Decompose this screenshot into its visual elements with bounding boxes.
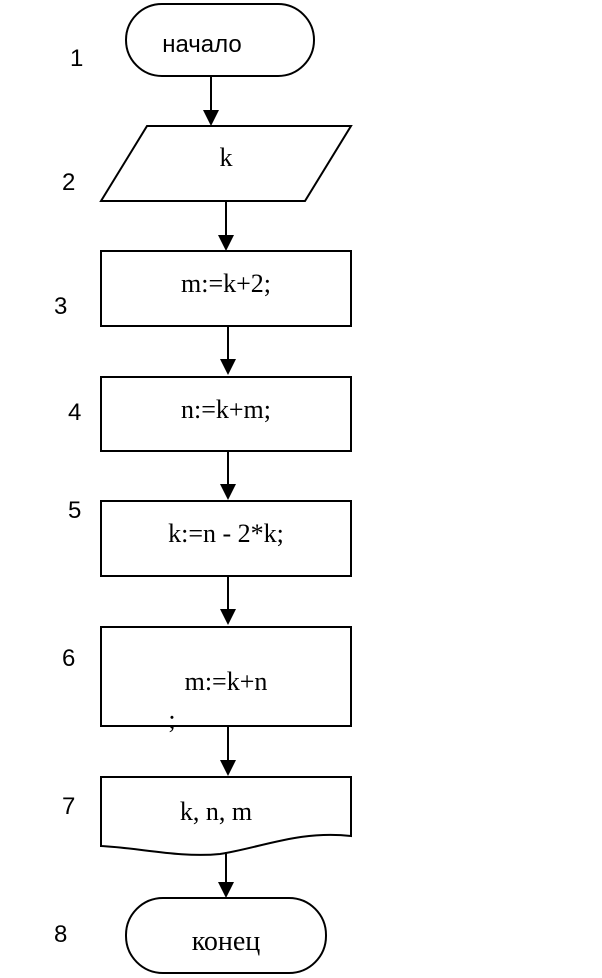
step-number-4: 4 bbox=[68, 399, 81, 426]
process-block-4-label: n:=k+m; bbox=[181, 395, 271, 424]
step-number-3: 3 bbox=[54, 293, 67, 320]
output-block: k, n, m bbox=[100, 776, 352, 856]
step-number-1: 1 bbox=[70, 45, 83, 72]
process-block-6-shape bbox=[100, 626, 352, 727]
step-number-6: 6 bbox=[62, 645, 75, 672]
output-document-shape bbox=[100, 776, 352, 856]
step-number-5: 5 bbox=[68, 497, 81, 524]
arrow-1-2 bbox=[203, 76, 219, 126]
arrow-7-8 bbox=[218, 852, 234, 898]
process-block-3-label: m:=k+2; bbox=[181, 269, 271, 298]
input-parallelogram-shape bbox=[99, 125, 353, 202]
process-block-6-label: m:=k+n bbox=[185, 667, 268, 696]
arrow-4-5 bbox=[220, 451, 236, 500]
start-terminal-label: начало bbox=[162, 31, 242, 58]
process-block-6: m:=k+n ; bbox=[100, 626, 352, 734]
process-block-4: n:=k+m; bbox=[100, 376, 352, 452]
step-number-7: 7 bbox=[62, 793, 75, 820]
process-block-5-label: k:=n - 2*k; bbox=[168, 519, 284, 548]
end-terminal-label: конец bbox=[192, 926, 261, 957]
process-block-3-shape bbox=[100, 250, 352, 327]
process-block-3: m:=k+2; bbox=[100, 250, 352, 327]
input-block: k bbox=[99, 125, 353, 202]
end-terminal: конец bbox=[125, 897, 327, 974]
arrow-3-4 bbox=[220, 326, 236, 375]
start-terminal: начало bbox=[125, 3, 315, 77]
arrow-6-7 bbox=[220, 726, 236, 776]
step-number-8: 8 bbox=[54, 921, 67, 948]
output-block-label: k, n, m bbox=[180, 797, 252, 826]
arrow-5-6 bbox=[220, 576, 236, 625]
arrow-2-3 bbox=[218, 201, 234, 251]
process-block-5: k:=n - 2*k; bbox=[100, 500, 352, 577]
end-terminal-shape bbox=[125, 897, 327, 974]
input-block-label: k bbox=[220, 143, 233, 172]
step-number-2: 2 bbox=[62, 169, 75, 196]
process-block-4-shape bbox=[100, 376, 352, 452]
process-block-5-shape bbox=[100, 500, 352, 577]
process-block-6-semicolon: ; bbox=[168, 705, 175, 734]
start-terminal-shape bbox=[125, 3, 315, 77]
